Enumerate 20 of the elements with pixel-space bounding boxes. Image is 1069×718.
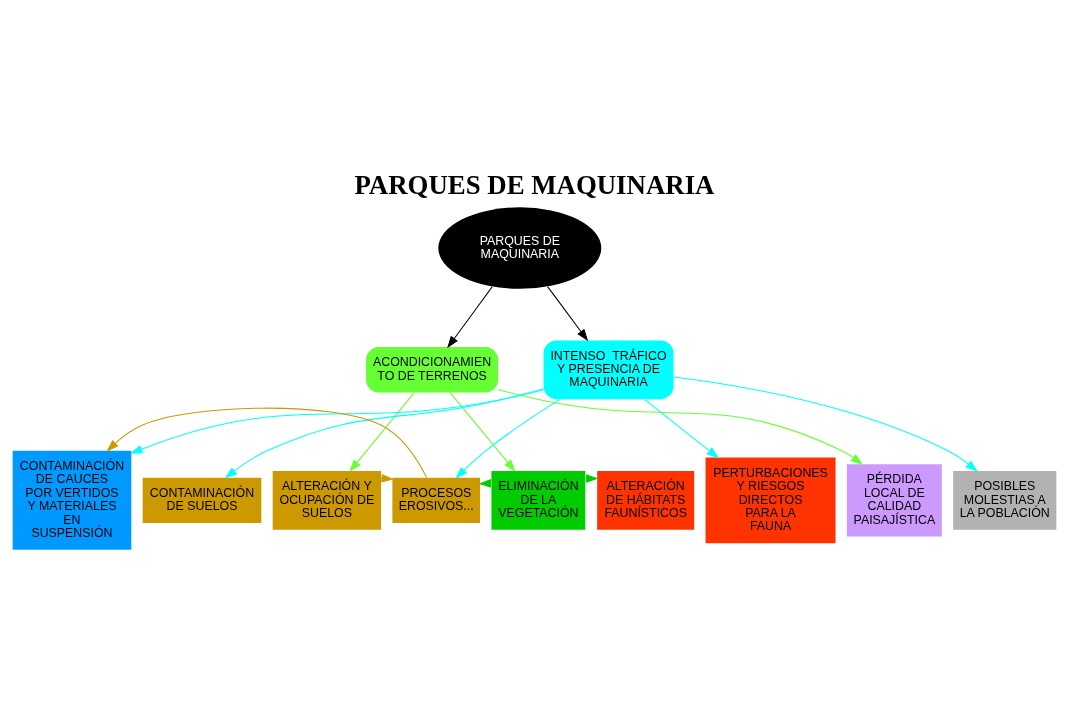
node-box: ACONDICIONAMIEN TO DE TERRENOS: [366, 346, 499, 392]
arrow: [130, 388, 544, 454]
arrow: [349, 391, 415, 472]
arrow: [455, 398, 561, 479]
node-ellipse: PARQUES DE MAQUINARIA: [438, 206, 602, 289]
node-box: CONTAMINACIÓN DE CAUCES POR VERTIDOS Y MATERIALES EN SUSPENSIÓN: [12, 450, 132, 550]
arrow: [449, 391, 516, 472]
arrow: [643, 398, 719, 458]
node-box: CONTAMINACIÓN DE SUELOS: [142, 477, 262, 523]
arrow: [673, 375, 978, 472]
arrow: [547, 285, 589, 341]
arrow: [497, 388, 863, 465]
node-box: ALTERACIÓN DE HÁBITATS FAUNÍSTICOS: [597, 470, 695, 530]
diagram-title: PARQUES DE MAQUINARIA: [354, 169, 715, 200]
node-box: PERTURBACIONES Y RIESGOS DIRECTOS PARA LA FAUNA: [705, 457, 836, 543]
node-box: POSIBLES MOLESTIAS A LA POBLACIÓN: [953, 470, 1057, 530]
node-box: PÉRDIDA LOCAL DE CALIDAD PAISAJÍSTICA: [846, 463, 942, 536]
node-box: PROCESOS EROSIVOS...: [392, 477, 481, 523]
node-box: INTENSO TRÁFICO Y PRESENCIA DE MAQUINARIA: [543, 339, 674, 399]
arrow: [447, 285, 493, 348]
